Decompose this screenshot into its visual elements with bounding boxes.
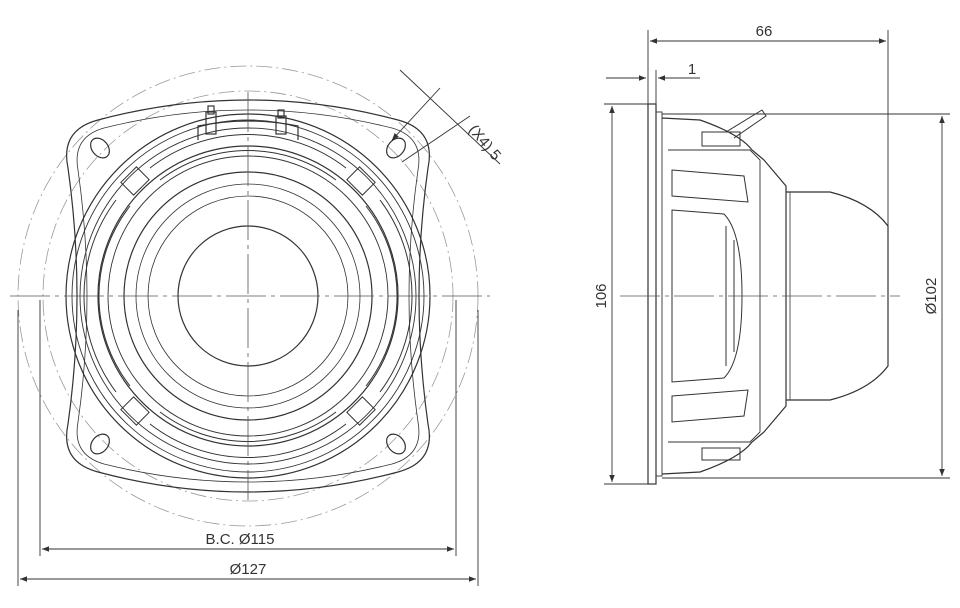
frame-inner-outline <box>76 109 420 483</box>
magnet-assembly <box>786 191 889 401</box>
mount-hole <box>386 433 406 455</box>
bolt-circle-label: B.C. Ø115 <box>206 531 275 548</box>
mount-holes <box>90 137 406 455</box>
frame-outline <box>66 99 430 493</box>
side-view <box>604 30 950 485</box>
mount-hole <box>90 433 110 455</box>
front-view <box>10 65 501 586</box>
mount-hole-label: (X4) 5 <box>465 122 504 164</box>
depth-label: 66 <box>756 23 773 40</box>
frame-height-label: 106 <box>593 283 610 308</box>
frame-width-label: Ø127 <box>230 561 267 578</box>
mount-hole <box>386 137 406 159</box>
side-dimension-lines <box>604 30 950 485</box>
mount-hole-leader <box>391 69 501 165</box>
flange <box>647 103 657 485</box>
basket-diameter-label: Ø102 <box>923 278 940 315</box>
front-dimension-lines <box>17 300 479 586</box>
front-centerlines <box>10 92 490 500</box>
side-terminal <box>701 109 767 461</box>
mount-hole <box>90 137 110 159</box>
flange-thickness-label: 1 <box>688 61 696 78</box>
